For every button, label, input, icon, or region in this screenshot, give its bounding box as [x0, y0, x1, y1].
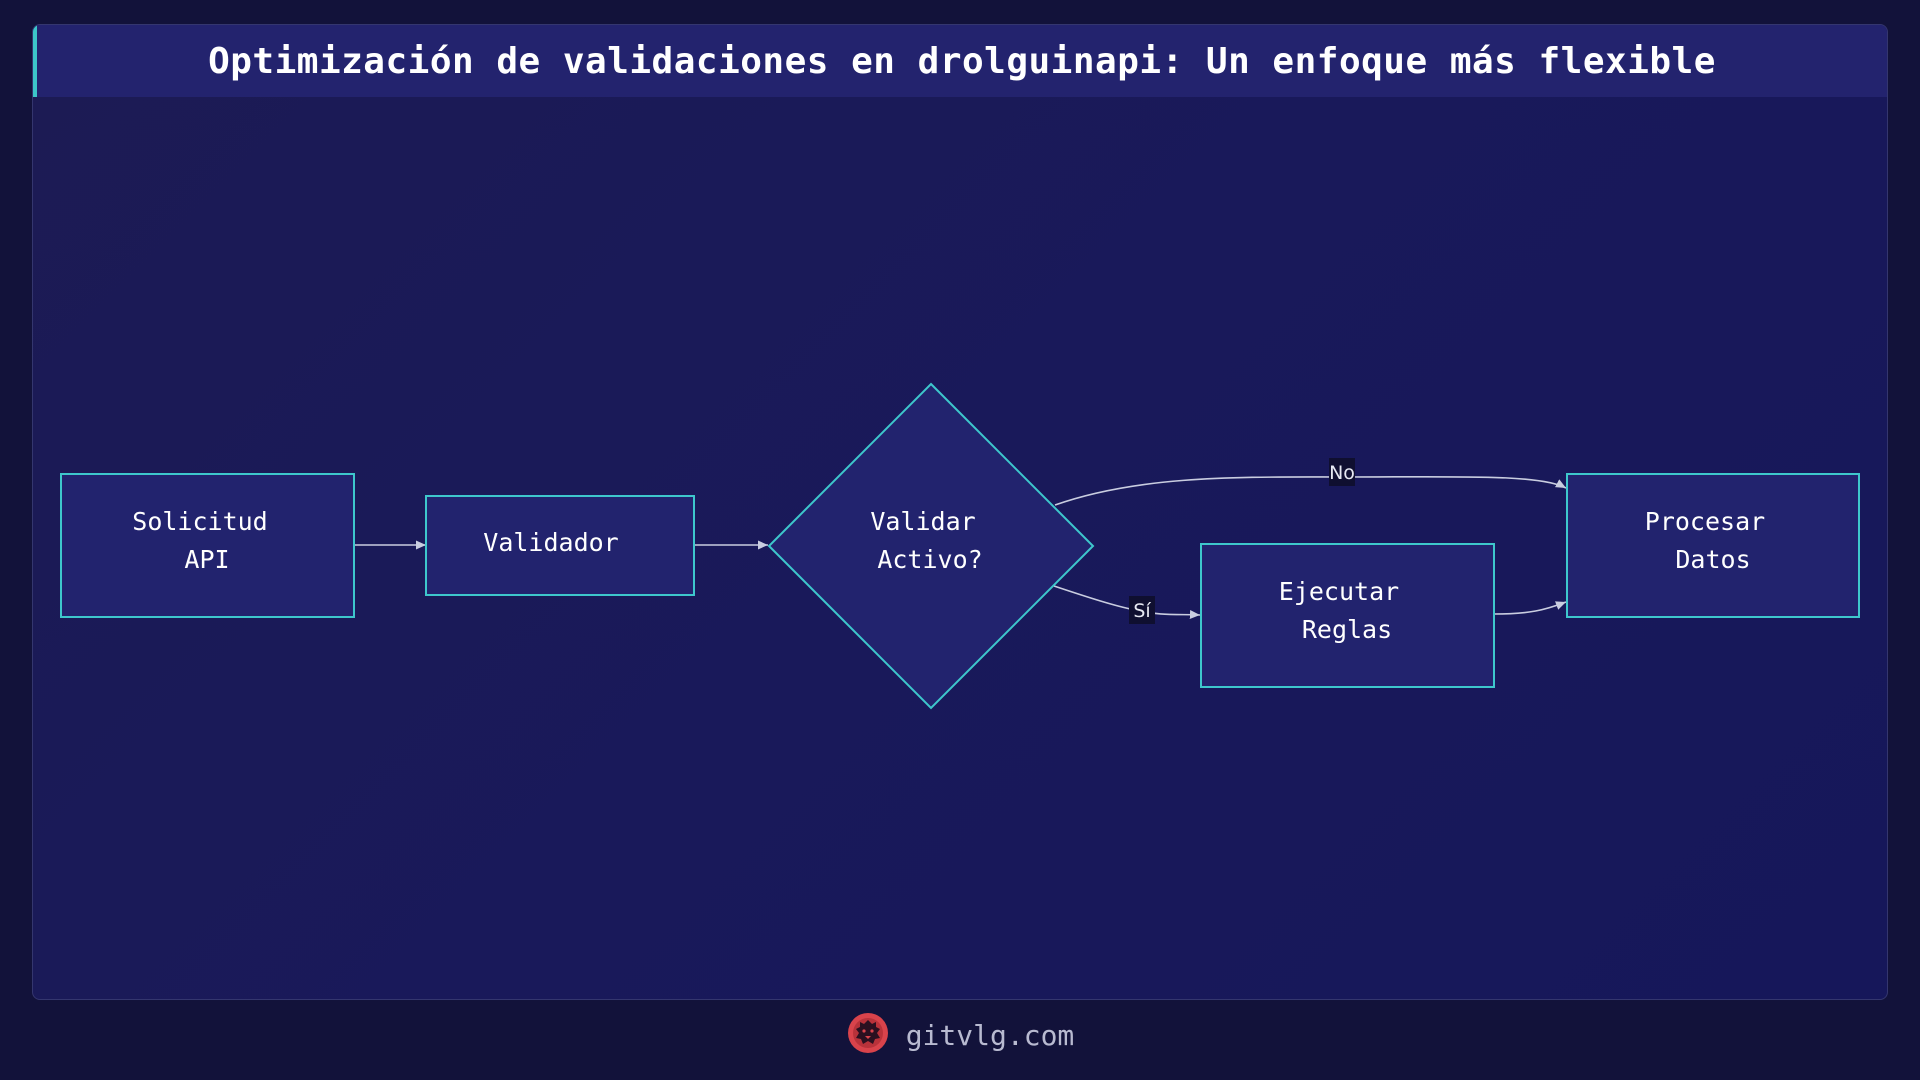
svg-text:Validar: Validar — [870, 507, 975, 536]
lion-logo-icon — [846, 1011, 890, 1059]
svg-text:Solicitud: Solicitud — [132, 507, 267, 536]
svg-text:Reglas: Reglas — [1302, 615, 1392, 644]
edge-label-si: Sí — [1129, 596, 1155, 624]
svg-text:Sí: Sí — [1133, 600, 1151, 622]
edge-validar-procesar — [1054, 475, 1567, 506]
title-bar: Optimización de validaciones en drolguin… — [33, 25, 1887, 97]
node-solicitud-api: Solicitud API — [60, 473, 355, 618]
svg-text:Validador: Validador — [483, 528, 618, 557]
node-ejecutar-reglas: Ejecutar Reglas — [1200, 543, 1495, 688]
svg-text:API: API — [184, 545, 229, 574]
page-title: Optimización de validaciones en drolguin… — [208, 40, 1716, 82]
svg-text:Datos: Datos — [1675, 545, 1750, 574]
svg-text:Ejecutar: Ejecutar — [1279, 577, 1399, 606]
footer-site-link[interactable]: gitvlg.com — [905, 1018, 1075, 1052]
footer: gitvlg.com — [0, 1010, 1920, 1060]
svg-text:No: No — [1329, 462, 1355, 484]
edge-ejecutar-procesar — [1493, 601, 1567, 615]
node-procesar-datos: Procesar Datos — [1566, 473, 1860, 618]
node-validar-activo: Validar Activo? — [767, 382, 1095, 710]
edge-label-no: No — [1329, 458, 1355, 486]
node-validador: Validador — [425, 495, 695, 596]
svg-text:Procesar: Procesar — [1645, 507, 1765, 536]
edge-validar-ejecutar — [1053, 585, 1201, 619]
svg-text:Activo?: Activo? — [877, 545, 982, 574]
